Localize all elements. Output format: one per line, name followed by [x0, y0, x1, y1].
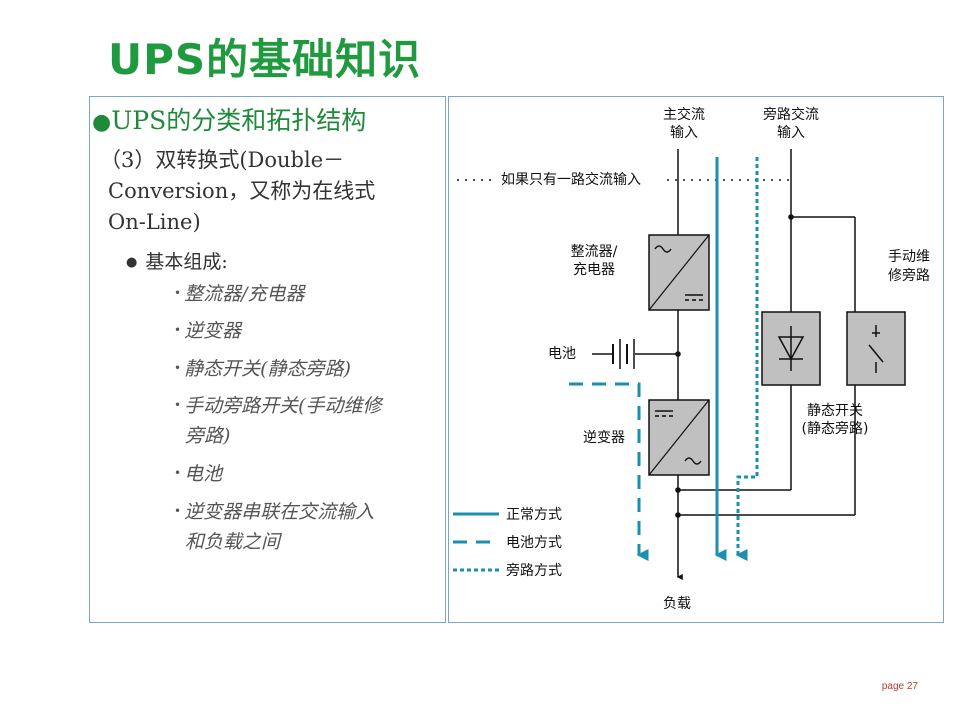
list-item-text-cont: 旁路)	[185, 425, 231, 447]
ups-double-conversion-diagram: 主交流 输入 旁路交流 输入 如果只有一路交流输入 整流器/ 充电器 电池	[453, 106, 930, 612]
static-switch-label-1: 静态开关	[807, 403, 863, 419]
basic-components-label: ● 基本组成:	[126, 247, 228, 274]
list-item-text-cont: 和负载之间	[185, 531, 281, 553]
legend-bypass-label: 旁路方式	[506, 562, 562, 579]
bypass-mode-path	[735, 157, 759, 561]
bypass-input-label-1: 旁路交流	[763, 106, 819, 123]
main-input-label-2: 输入	[670, 125, 698, 141]
list-item: •逆变器	[174, 315, 436, 346]
ac-symbol-icon	[684, 457, 702, 465]
manual-bypass-label-2: 修旁路	[888, 267, 930, 284]
list-item-text: 电池	[184, 463, 223, 485]
static-switch-label-2: (静态旁路)	[802, 420, 869, 437]
bullet-icon: •	[174, 466, 182, 480]
subheading-line-2: Conversion，又称为在线式	[108, 179, 376, 203]
list-item: •逆变器串联在交流输入 和负载之间	[174, 496, 436, 557]
heading-text: UPS的分类和拓扑结构	[111, 106, 367, 135]
single-input-note: 如果只有一路交流输入	[501, 171, 641, 188]
rectifier-label-1: 整流器/	[571, 244, 618, 260]
bullet-icon: •	[174, 323, 182, 337]
list-item-text: 整流器/充电器	[184, 283, 305, 305]
list-item: •整流器/充电器	[174, 278, 436, 309]
bullet-icon: ●	[126, 255, 138, 270]
rectifier-diagonal	[648, 234, 710, 311]
manual-bypass-label-1: 手动维	[888, 249, 930, 265]
ac-symbol-icon	[654, 245, 672, 253]
page-number: page 27	[881, 681, 918, 692]
main-input-label-1: 主交流	[663, 106, 705, 123]
subheading-line-3: On-Line)	[108, 210, 201, 234]
list-item-text: 逆变器	[184, 320, 242, 342]
load-label: 负载	[663, 596, 691, 612]
bullet-icon: •	[174, 286, 182, 300]
rectifier-label-2: 充电器	[573, 262, 615, 278]
list-item: •静态开关(静态旁路)	[174, 353, 436, 384]
bullet-icon: •	[174, 504, 182, 518]
battery-mode-path	[569, 382, 649, 561]
diagram-panel: 主交流 输入 旁路交流 输入 如果只有一路交流输入 整流器/ 充电器 电池	[448, 96, 944, 623]
outline-heading: ●UPS的分类和拓扑结构	[92, 101, 366, 137]
list-item: •电池	[174, 458, 436, 489]
outline-subheading: （3）双转换式(Double－ Conversion，又称为在线式 On-Lin…	[100, 145, 440, 238]
heading-bullet: ●	[92, 110, 112, 135]
manual-bypass-block	[846, 311, 906, 386]
inverter-diagonal	[648, 399, 710, 476]
slide-title: UPS的基础知识	[108, 35, 422, 84]
battery-label: 电池	[548, 346, 576, 362]
list-item-text: 静态开关(静态旁路)	[184, 358, 351, 380]
subheading-line-1: （3）双转换式(Double－	[100, 148, 345, 172]
legend-battery-label: 电池方式	[506, 535, 562, 551]
list-item-text: 手动旁路开关(手动维修	[184, 395, 382, 417]
outline-panel: ●UPS的分类和拓扑结构 （3）双转换式(Double－ Conversion，…	[89, 96, 446, 623]
switch-icon-blade	[868, 344, 884, 363]
inverter-label: 逆变器	[583, 430, 625, 446]
list-item: •手动旁路开关(手动维修 旁路)	[174, 390, 436, 451]
list-item-text: 逆变器串联在交流输入	[184, 501, 375, 523]
bullet-icon: •	[174, 398, 182, 412]
legend-normal-label: 正常方式	[506, 507, 562, 523]
bypass-input-label-2: 输入	[777, 125, 805, 141]
basic-label-text: 基本组成:	[145, 251, 228, 273]
bullet-icon: •	[174, 361, 182, 375]
